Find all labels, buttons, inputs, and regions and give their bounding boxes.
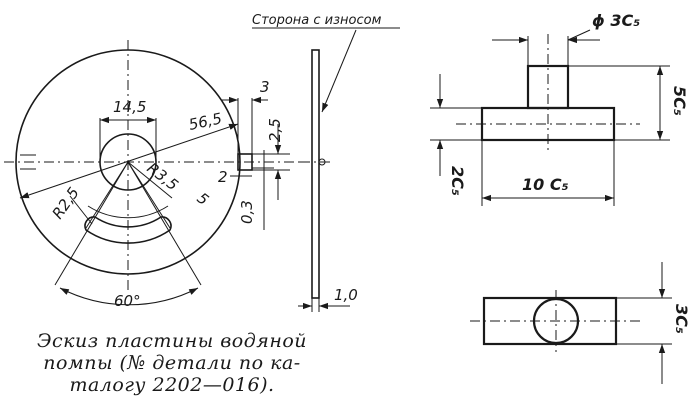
plate-side-view: Сторона с износом 1,0 xyxy=(252,13,400,312)
side-pin-mark xyxy=(318,158,326,166)
pin-front-view: ϕ 3C₅ 5C₅ 2C₅ 10 C₅ xyxy=(430,11,689,206)
sector-line-right xyxy=(127,161,202,286)
dim-5-label: 5 xyxy=(194,189,213,209)
angle-60-arc xyxy=(59,287,199,306)
figure-caption: Эскиз пластины водяной помпы (№ детали п… xyxy=(22,330,322,396)
phi-3c5-label: ϕ 3C₅ xyxy=(592,11,640,30)
dim-2-label: 2 xyxy=(218,168,228,186)
caption-line-2: помпы (№ детали по ка- xyxy=(43,352,301,374)
r-2-5-label: R2,5 xyxy=(49,184,83,222)
dim-3c5-label: 3C₅ xyxy=(672,304,691,334)
caption-line-3: талогу 2202—016). xyxy=(69,374,275,396)
dim-5c5-label: 5C₅ xyxy=(670,86,689,116)
r-56-5-dimline xyxy=(19,123,239,199)
dim-10c5-label: 10 C₅ xyxy=(522,175,569,194)
dim-2-5-label: 2,5 xyxy=(266,118,284,142)
r-2-5-leader xyxy=(69,195,93,225)
dim-1-0-label: 1,0 xyxy=(334,286,358,304)
wear-side-label: Сторона с износом xyxy=(252,13,382,28)
wear-side-leader xyxy=(321,29,357,113)
caption-line-1: Эскиз пластины водяной xyxy=(36,330,308,352)
dim-3-label: 3 xyxy=(260,78,270,96)
edge-slot xyxy=(237,153,253,171)
sector-ray-1 xyxy=(85,161,129,229)
phi-leader xyxy=(567,29,591,41)
dim-2c5-label: 2C₅ xyxy=(448,166,467,196)
r-3-5-label: R3,5 xyxy=(144,159,182,194)
slot-arc-guide xyxy=(87,205,169,219)
angle-60-label: 60° xyxy=(114,292,141,310)
dia-14-5-label: 14,5 xyxy=(113,98,146,116)
kidney-slot xyxy=(84,216,172,244)
dim-0-3-label: 0,3 xyxy=(238,200,256,224)
plate-front-view: 14,5 56,5 3 2,5 2 0,3 60° xyxy=(4,40,300,310)
plate-edge-profile xyxy=(311,49,320,299)
pin-top-view: 3C₅ xyxy=(470,262,691,384)
r-3-5-leader xyxy=(127,161,173,199)
r-56-5-label: 56,5 xyxy=(187,109,223,134)
